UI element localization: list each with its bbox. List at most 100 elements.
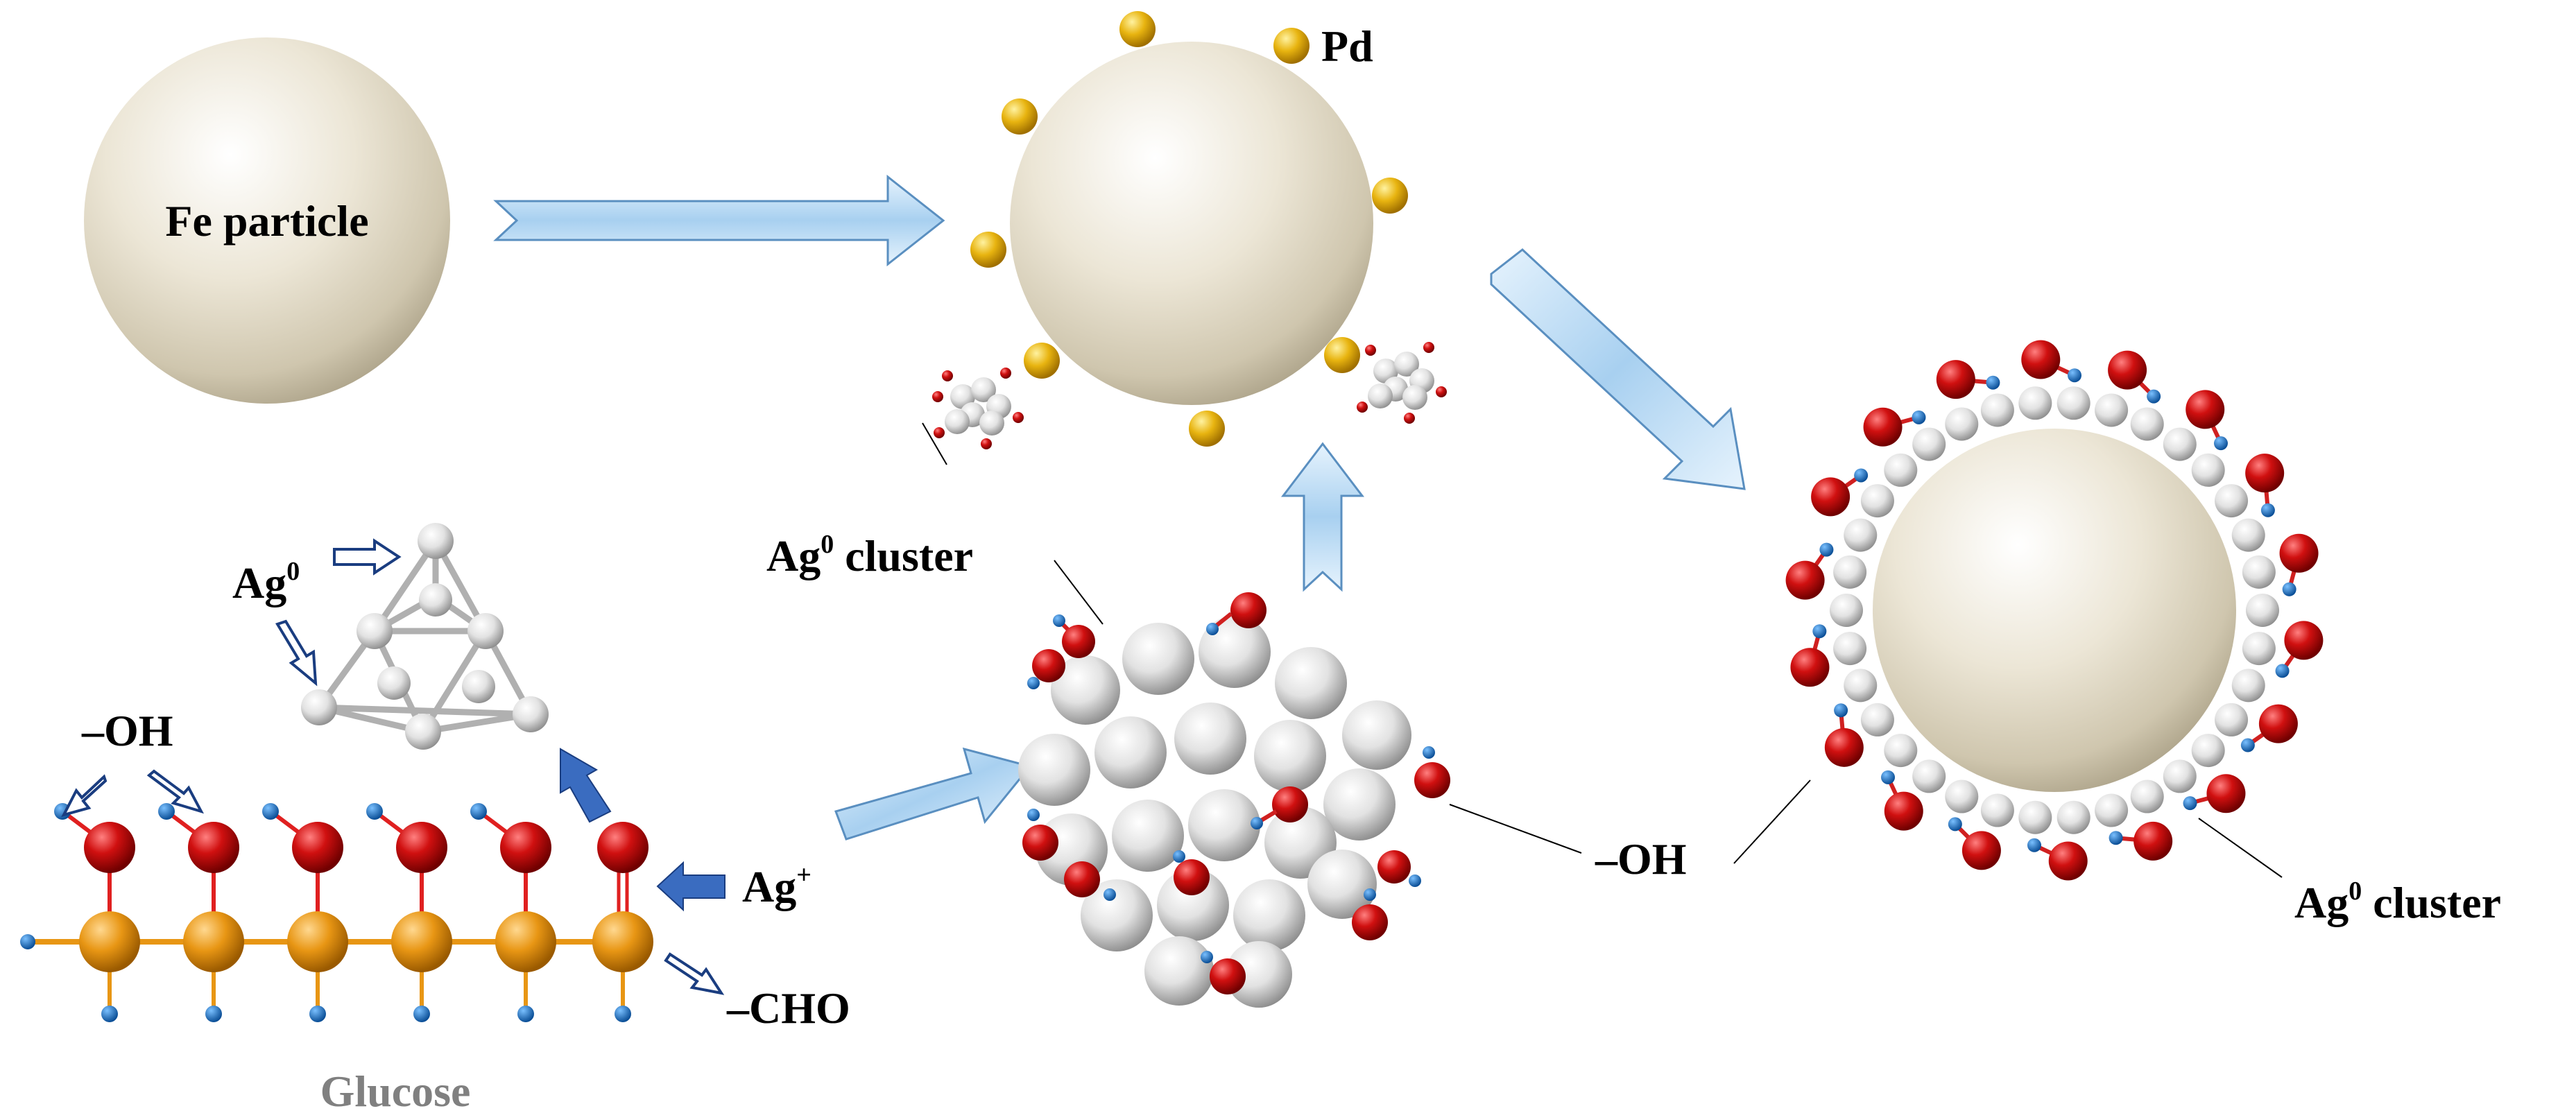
hydrogen-atom: [101, 1006, 118, 1022]
ag-atom: [1830, 594, 1863, 627]
leader-line: [1449, 804, 1582, 854]
oxygen-atom: [84, 822, 135, 873]
pd-atom: [1324, 337, 1360, 373]
leader-line: [922, 422, 947, 465]
hydrogen-atom: [2147, 389, 2161, 404]
hydrogen-atom: [1854, 468, 1869, 483]
ag-atom: [1844, 669, 1878, 703]
carbon-atom: [495, 911, 556, 972]
hydrogen-atom: [2260, 503, 2275, 517]
oh-shell: [1785, 340, 2324, 881]
hollow-arrow-cho: [664, 952, 725, 995]
fe-core-sphere: [1873, 429, 2236, 792]
reaction-arrow-ag-plus: [656, 861, 725, 912]
hydrogen-atom: [1881, 770, 1896, 784]
ag-atom: [2231, 669, 2265, 703]
ag-atom: [1844, 518, 1878, 552]
ag0-cluster-right-label: Ag0 cluster: [2294, 877, 2501, 927]
oxygen-atom: [292, 822, 343, 873]
hollow-arrow-ag0-1: [333, 538, 402, 576]
ag-atom: [1833, 632, 1867, 666]
hydrogen-atom: [262, 803, 279, 820]
hydrogen-atom: [2240, 738, 2255, 752]
oxygen-atom: [1824, 727, 1864, 767]
ag-atom: [2018, 386, 2052, 420]
hydrogen-atom: [1986, 375, 2000, 390]
hydrogen-atom: [20, 934, 35, 949]
ag-atom: [1860, 703, 1894, 736]
oxygen-atom: [1790, 648, 1830, 687]
ag-atom: [1884, 453, 1918, 487]
hydrogen-atom: [615, 1006, 631, 1022]
ag-atom: [2242, 632, 2276, 666]
hydrogen-atom: [2275, 664, 2290, 678]
leader-line: [1054, 560, 1104, 625]
ag-atom: [1833, 555, 1867, 589]
hydrogen-atom: [413, 1006, 430, 1022]
hydrogen-atom: [2282, 582, 2296, 596]
carbon-atom: [287, 911, 348, 972]
carbon-atom: [592, 911, 653, 972]
reaction-arrow-up: [560, 748, 612, 823]
oxygen-atom: [597, 822, 649, 873]
final-particle: [1785, 340, 2324, 881]
ag-atom: [2130, 779, 2164, 813]
oxygen-atom: [1811, 477, 1851, 517]
hydrogen-atom: [2068, 368, 2082, 383]
oxygen-atom: [2284, 621, 2324, 660]
hydrogen-atom: [1948, 817, 1962, 832]
hydrogen-atom: [366, 803, 383, 820]
carbon-atom: [391, 911, 452, 972]
pd-atom: [1372, 178, 1408, 214]
process-arrow-1: [493, 174, 945, 267]
ag-atom: [1945, 779, 1979, 813]
ag0-cluster-large: [1018, 616, 1411, 1008]
oxygen-atom: [188, 822, 239, 873]
ag-atom: [2246, 594, 2279, 627]
process-arrow-4: [834, 747, 1032, 841]
ag-atom: [1945, 407, 1979, 441]
oxygen-atom: [1961, 831, 2001, 870]
ag-plus-label: Ag+: [742, 861, 812, 911]
hydrogen-atom: [2109, 831, 2123, 845]
glucose-molecule: [20, 803, 653, 1022]
oxygen-atom: [500, 822, 551, 873]
hydrogen-atom: [1812, 624, 1827, 639]
small-ag-cluster-left: [932, 368, 1024, 449]
hydrogen-atom: [2183, 796, 2197, 811]
pd-label: Pd: [1321, 21, 1373, 71]
ag-atom: [2095, 393, 2129, 427]
hydrogen-atom: [205, 1006, 222, 1022]
oxygen-atom: [2133, 821, 2173, 861]
process-arrow-2: [1490, 248, 1746, 490]
small-ag-cluster-right: [1357, 342, 1447, 424]
oxygen-atom: [1884, 791, 1923, 831]
leader-line: [2198, 818, 2283, 878]
ag-atom: [2191, 453, 2225, 487]
fe-particle-label: Fe particle: [165, 196, 368, 245]
hydrogen-atom: [470, 803, 487, 820]
oxygen-atom: [2108, 350, 2147, 390]
carbon-atom: [183, 911, 244, 972]
hydrogen-atom: [1834, 703, 1848, 718]
pd-atom: [1189, 411, 1225, 447]
ag0-left-label: Ag0: [232, 557, 300, 608]
hydrogen-atom: [309, 1006, 326, 1022]
ag-atom: [1884, 734, 1918, 768]
hollow-arrow-oh-2: [146, 769, 205, 814]
ag0-shell: [1830, 386, 2279, 834]
ag-atom: [2242, 555, 2276, 589]
oh-right-label: –OH: [1595, 834, 1687, 884]
oh-groups-cluster: [1022, 592, 1450, 994]
ag-atom: [2018, 800, 2052, 834]
oxygen-atom: [1936, 360, 1975, 399]
glucose-label: Glucose: [320, 1067, 471, 1116]
pd-atom: [1119, 11, 1156, 47]
ag-atom: [1860, 484, 1894, 518]
cho-label: –CHO: [726, 983, 850, 1033]
oxygen-atom: [2021, 340, 2061, 379]
carbon-atom: [79, 911, 140, 972]
oxygen-atom: [1785, 560, 1825, 600]
ag0-cluster-center-label: Ag0 cluster: [766, 530, 973, 580]
